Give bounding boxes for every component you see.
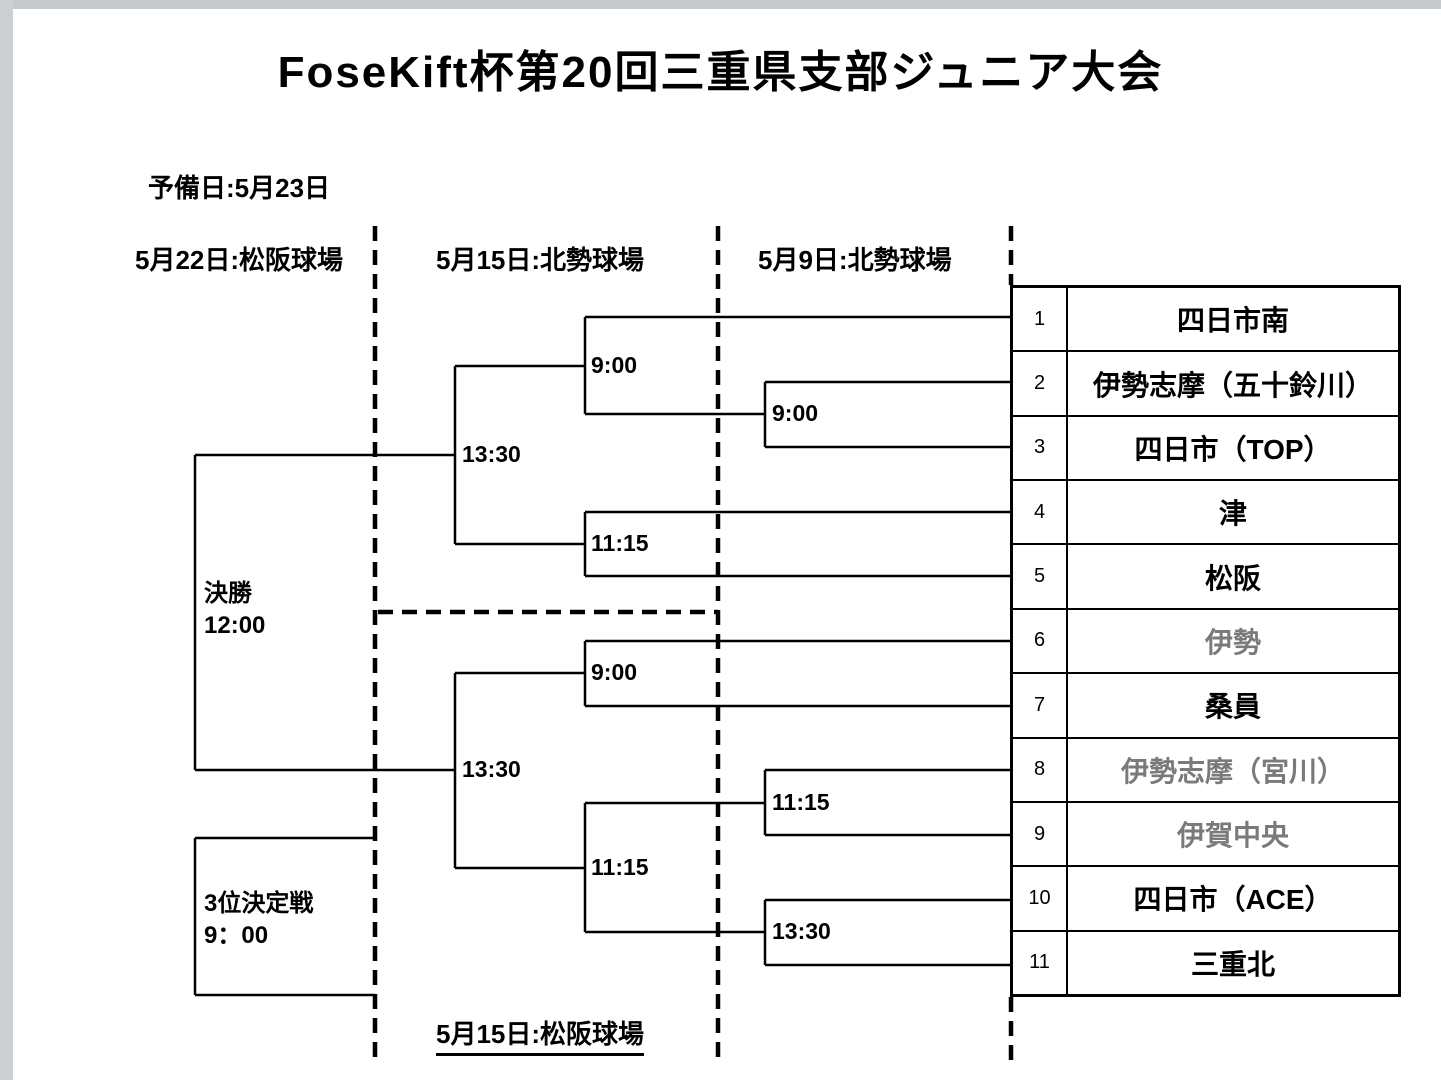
table-row: 5 松阪: [1013, 545, 1398, 610]
column-header-second-round: 5月15日:北勢球場: [436, 245, 645, 275]
third-place-time: 9：00: [204, 922, 269, 949]
table-row: 4 津: [1013, 481, 1398, 546]
team-name-cell: 四日市（ACE）: [1133, 884, 1333, 916]
team-name-cell: 伊勢志摩（宮川）: [1120, 755, 1345, 787]
table-row: 10 四日市（ACE）: [1013, 867, 1398, 932]
game-time-r1-game1: 9:00: [772, 400, 819, 426]
team-name-cell: 桑員: [1204, 691, 1261, 723]
game-time-r2-lower-1: 9:00: [591, 659, 638, 685]
team-name-cell: 伊勢志摩（五十鈴川）: [1092, 369, 1373, 401]
final-match-block: 決勝 12:00: [204, 578, 265, 642]
bottom-venue-label: 5月15日:松阪球場: [436, 1014, 645, 1056]
final-label: 決勝: [204, 580, 252, 607]
team-name-cell: 松阪: [1204, 562, 1261, 594]
seed-cell: 3: [1013, 416, 1068, 480]
table-row: 7 桑員: [1013, 674, 1398, 739]
round-divider-dashed-lines: [372, 226, 1014, 1063]
reserve-day-label: 予備日:5月23日: [148, 173, 331, 203]
seed-cell: 4: [1013, 481, 1068, 544]
seed-cell: 1: [1013, 288, 1068, 351]
seed-cell: 2: [1013, 352, 1068, 415]
table-row: 2 伊勢志摩（五十鈴川）: [1013, 352, 1398, 417]
bracket-solid-lines: [193, 315, 1010, 997]
game-time-semi-lower: 13:30: [462, 756, 521, 782]
table-row: 3 四日市（TOP）: [1013, 416, 1398, 482]
column-header-first-round: 5月9日:北勢球場: [758, 245, 952, 275]
game-time-r1-game2: 11:15: [772, 789, 830, 815]
page-title: FoseKift杯第20回三重県支部ジュニア大会: [277, 48, 1164, 97]
seed-cell: 8: [1013, 738, 1068, 801]
team-name-cell: 四日市南: [1176, 305, 1289, 337]
team-name-cell: 津: [1218, 498, 1247, 530]
seed-cell: 5: [1013, 545, 1068, 608]
final-time: 12:00: [204, 612, 266, 639]
table-row: 9 伊賀中央: [1013, 802, 1398, 868]
game-time-r2-lower-2: 11:15: [591, 854, 649, 880]
table-row: 8 伊勢志摩（宮川）: [1013, 738, 1398, 803]
seed-cell: 6: [1013, 609, 1068, 673]
table-row: 11 三重北: [1013, 931, 1398, 994]
game-time-r2-upper-1: 9:00: [591, 352, 638, 378]
seed-cell: 7: [1013, 674, 1068, 737]
table-row: 6 伊勢: [1013, 609, 1398, 675]
third-place-match-block: 3位決定戦 9：00: [204, 888, 313, 952]
seed-cell: 9: [1013, 802, 1068, 866]
team-name-cell: 伊勢: [1204, 626, 1261, 658]
game-time-semi-upper: 13:30: [462, 441, 521, 467]
game-time-r2-upper-2: 11:15: [591, 530, 649, 556]
seed-cell: 10: [1013, 867, 1068, 930]
scan-edge-left: [0, 0, 13, 1080]
team-table: 1 四日市南 2 伊勢志摩（五十鈴川） 3 四日市（TOP） 4 津 5 松阪 …: [1010, 285, 1401, 997]
table-row: 1 四日市南: [1013, 288, 1398, 353]
scan-edge-top: [0, 0, 1441, 9]
seed-cell: 11: [1013, 931, 1068, 994]
third-place-label: 3位決定戦: [204, 890, 314, 917]
team-name-cell: 三重北: [1190, 948, 1275, 980]
column-header-final-day: 5月22日:松阪球場: [135, 245, 344, 275]
team-name-cell: 伊賀中央: [1176, 820, 1289, 852]
team-name-cell: 四日市（TOP）: [1134, 433, 1332, 465]
game-time-r1-game3: 13:30: [772, 918, 831, 944]
